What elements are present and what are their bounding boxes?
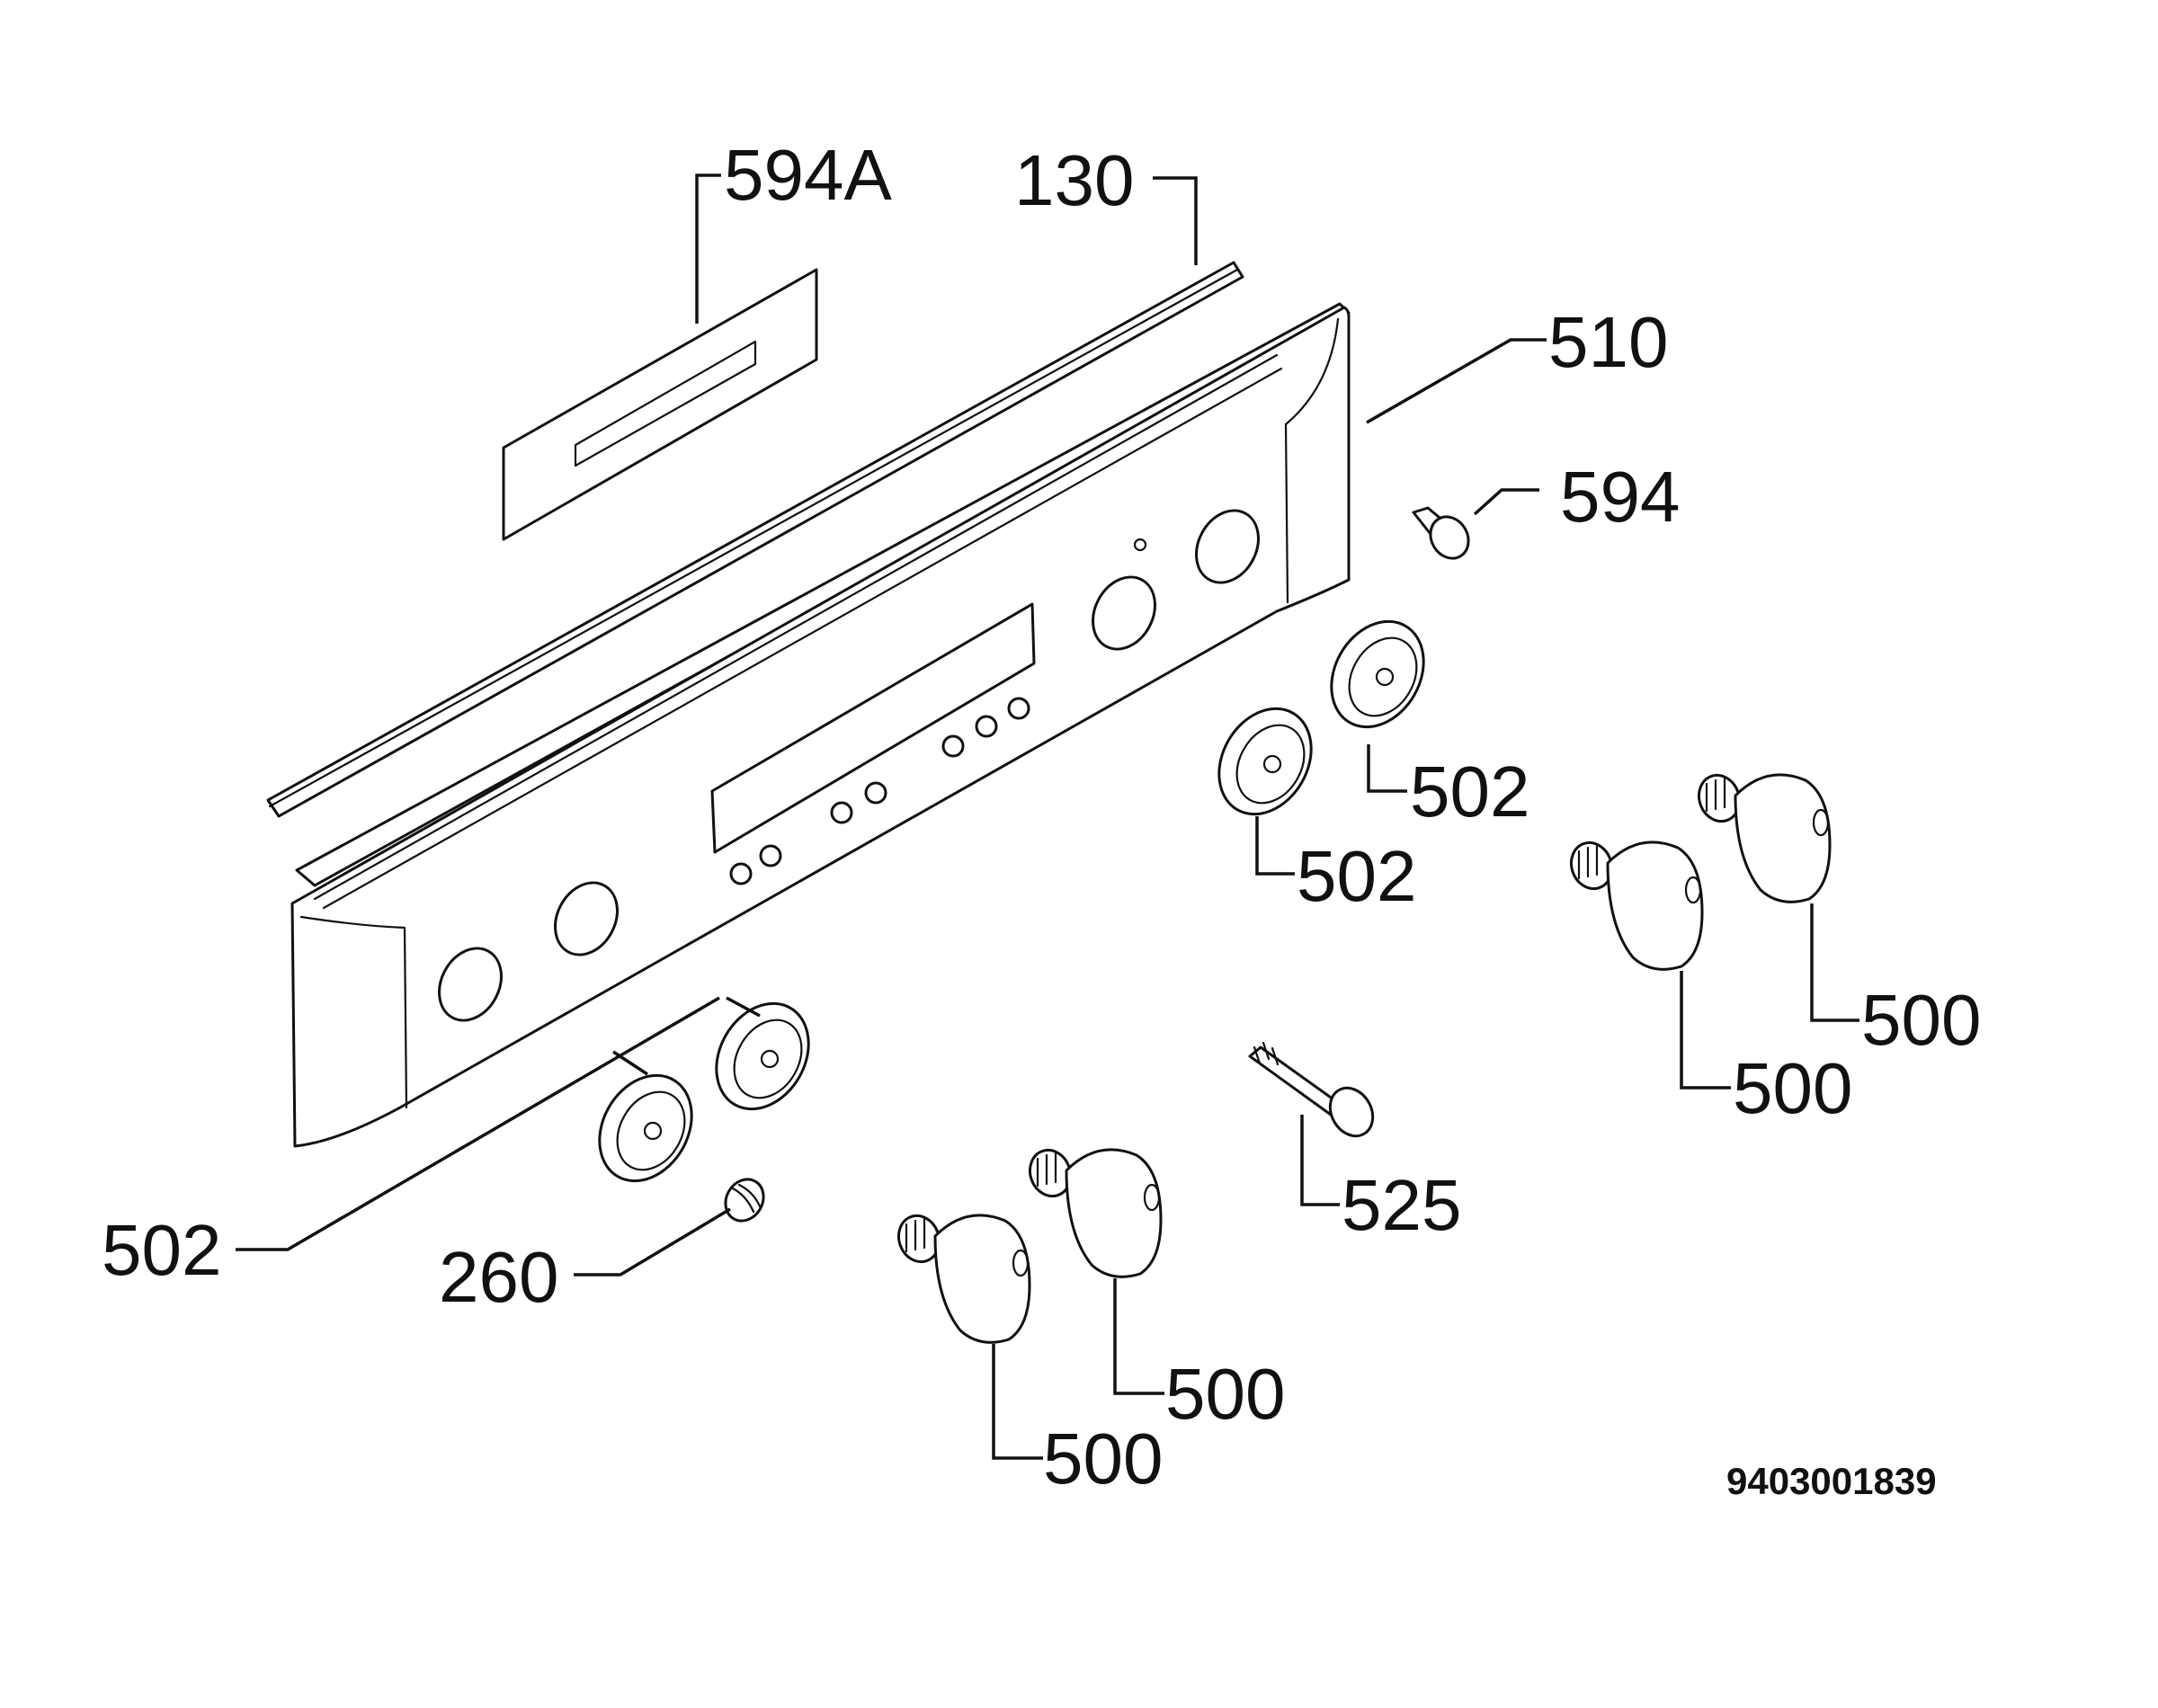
part-500-knob-b <box>1028 1148 1163 1278</box>
label-130: 130 <box>1014 140 1134 220</box>
label-260: 260 <box>439 1237 558 1317</box>
label-510: 510 <box>1548 302 1668 382</box>
part-502-bezel-upper-a <box>1217 707 1313 816</box>
part-260-spring <box>724 1178 765 1223</box>
label-502-upper-b: 502 <box>1410 752 1529 832</box>
label-594A: 594A <box>724 135 892 215</box>
leader-lines <box>236 173 1859 1460</box>
label-525: 525 <box>1342 1165 1461 1245</box>
part-510-control-panel <box>290 302 1351 1148</box>
part-500-knob-c <box>1569 841 1704 971</box>
part-500-knob-d <box>1697 773 1832 903</box>
part-594-button <box>1412 506 1470 560</box>
label-500-d: 500 <box>1861 980 1981 1060</box>
drawing-number: 9403001839 <box>1726 1460 1937 1502</box>
callout-labels: 594A 130 510 594 502 502 500 500 525 502… <box>102 135 1981 1502</box>
label-500-c: 500 <box>1733 1048 1852 1128</box>
part-502-bezel-lower-b <box>715 1001 810 1111</box>
label-500-a: 500 <box>1043 1419 1163 1499</box>
label-502-lower: 502 <box>102 1210 221 1290</box>
part-502-bezel-lower-a <box>598 1073 693 1183</box>
part-594A-overlay-strip <box>502 268 818 541</box>
label-500-b: 500 <box>1165 1354 1285 1434</box>
label-502-upper-a: 502 <box>1297 836 1416 916</box>
part-500-knob-a <box>896 1214 1031 1344</box>
label-594: 594 <box>1560 457 1680 537</box>
part-130-gasket-strip <box>266 261 1244 818</box>
part-525-shaft <box>1248 1041 1375 1138</box>
part-502-bezel-upper-b <box>1330 619 1425 729</box>
